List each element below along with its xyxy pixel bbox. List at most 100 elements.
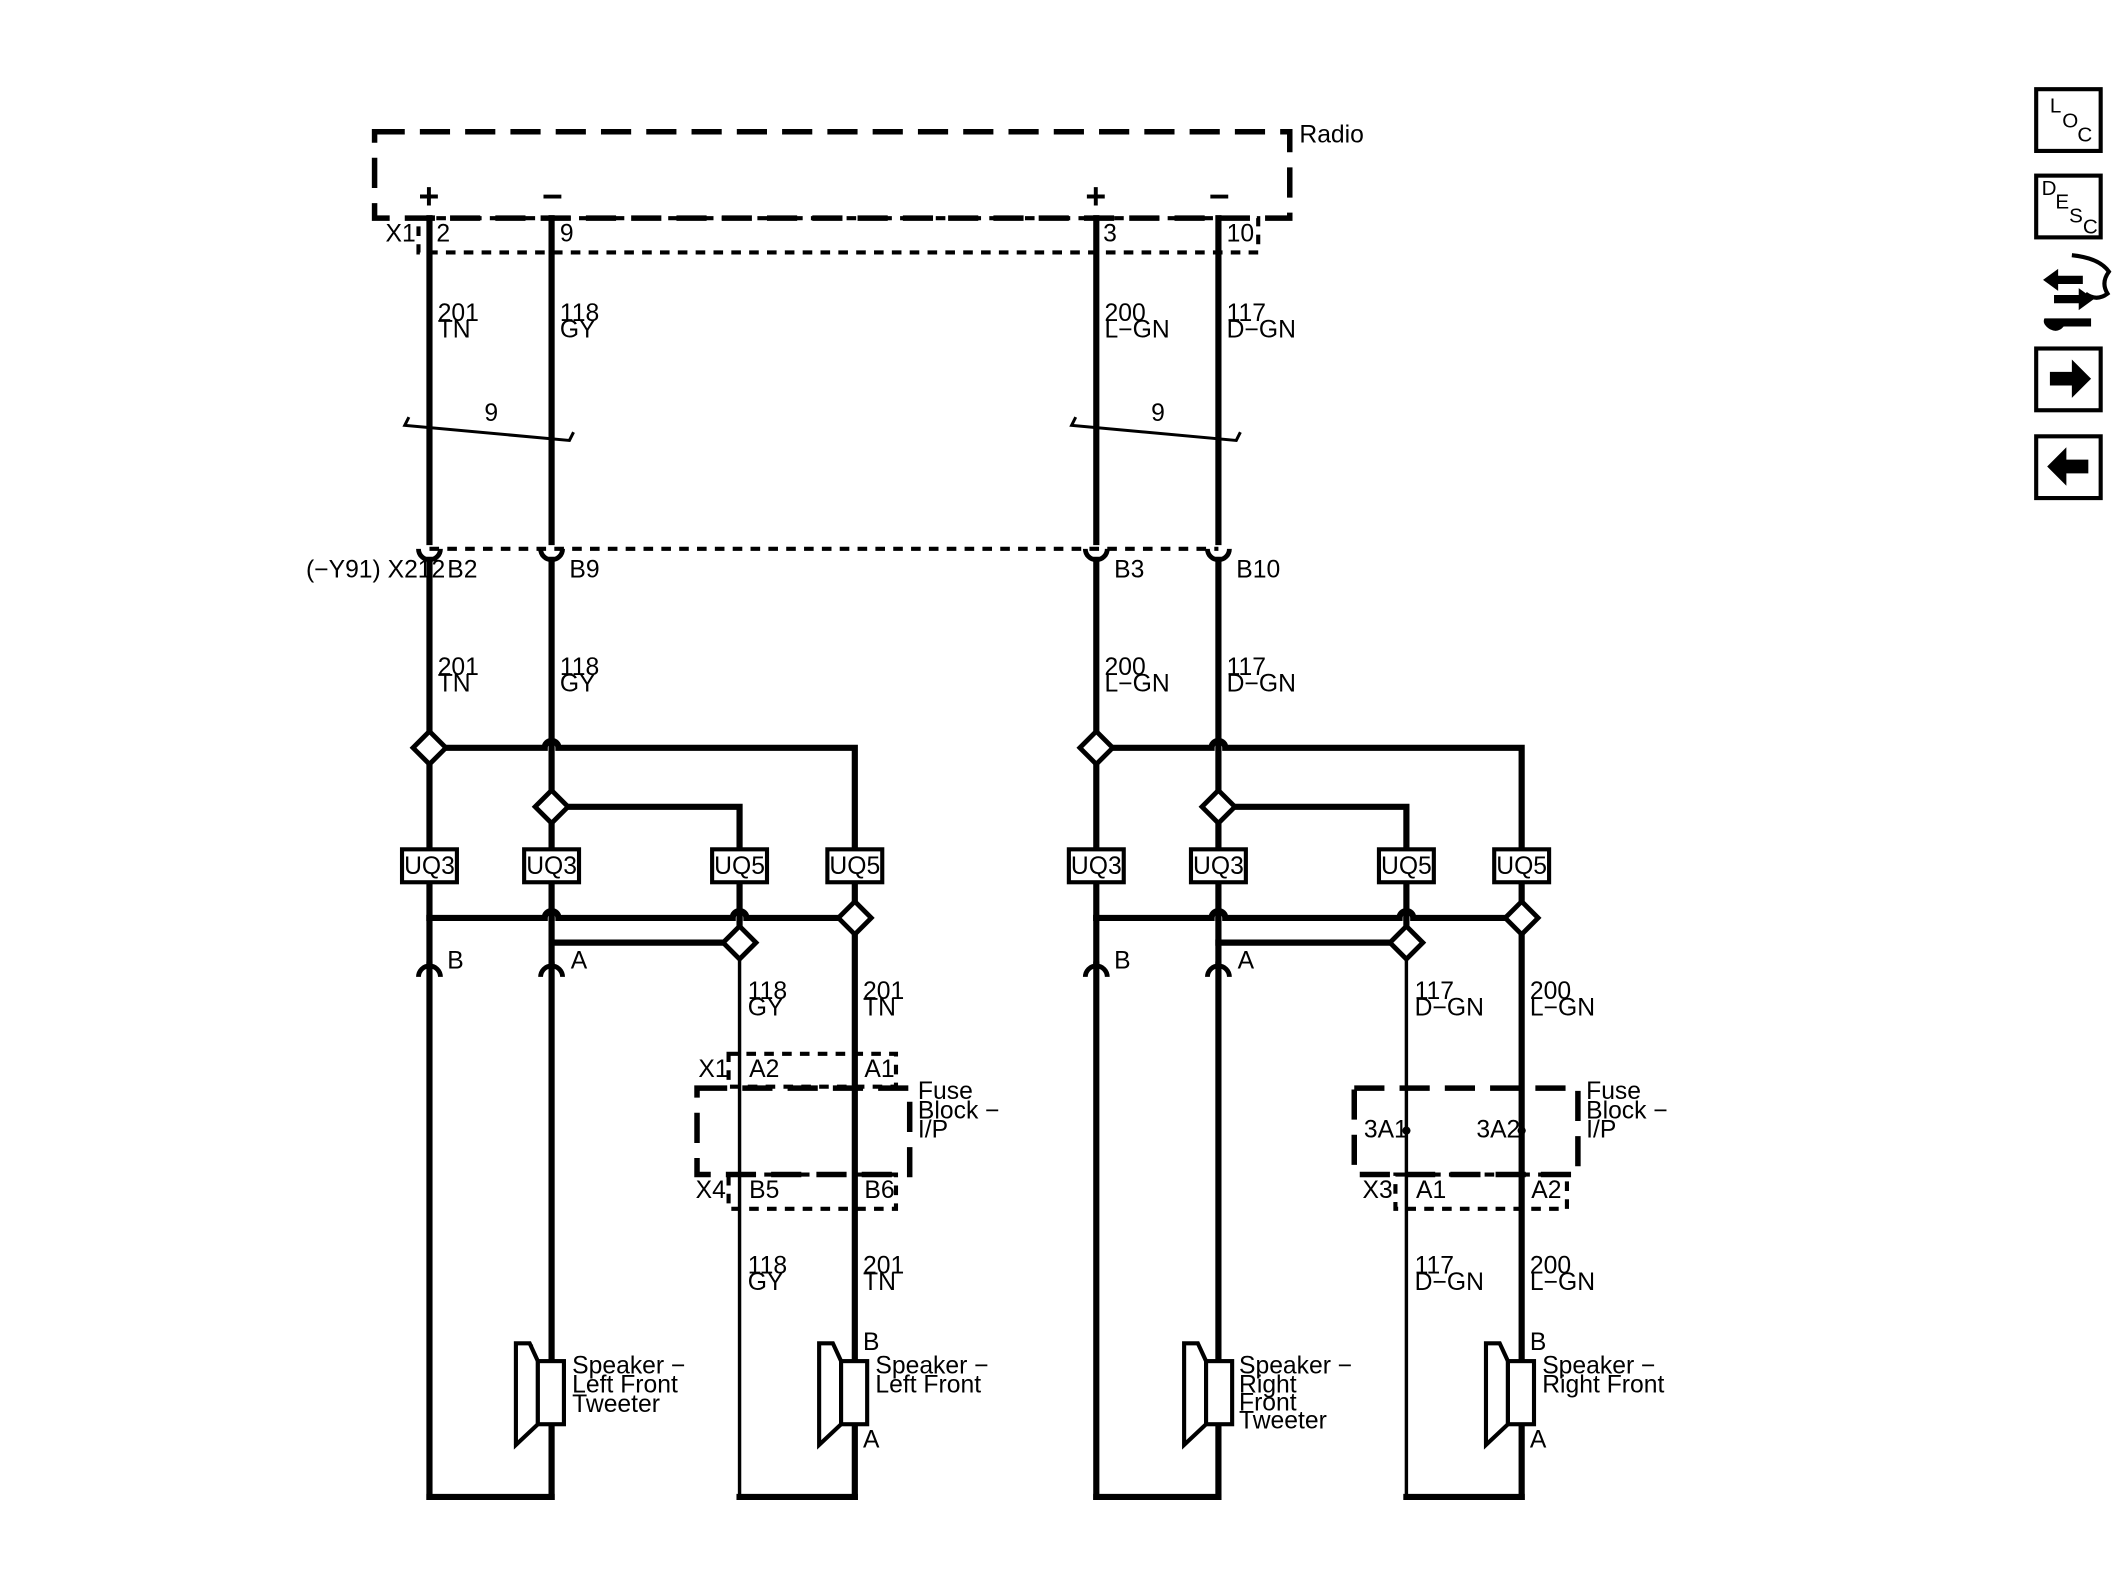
radio-label: Radio xyxy=(1299,122,1364,149)
rf-speaker-loop xyxy=(1403,1421,1525,1501)
rf-tweeter-label: Right xyxy=(1239,1372,1297,1399)
inline-pin-b3: B3 xyxy=(1114,557,1144,584)
arrow-right-icon[interactable] xyxy=(2034,346,2103,413)
wire-label-circuit: 117 xyxy=(1415,978,1454,1005)
radio-polarity-plus-right: + xyxy=(1085,177,1106,217)
fuse-right-pin-3a1: 3A1 xyxy=(1364,1116,1408,1143)
loc-icon[interactable]: L O C xyxy=(2034,87,2103,153)
wire-label-color: L−GN xyxy=(1530,1269,1595,1296)
lf-speaker-pin-a: A xyxy=(863,1427,880,1454)
fuse-right-bottom-connector: X3 xyxy=(1362,1177,1392,1204)
fuse-right-label: I/P xyxy=(1586,1116,1616,1143)
lf-tweeter-label: Tweeter xyxy=(572,1391,660,1418)
rf-speaker-label: Speaker − xyxy=(1542,1352,1655,1379)
svg-text:E: E xyxy=(2055,191,2069,214)
splice-diamonds-left xyxy=(409,727,875,963)
rf-speaker-label: Right Front xyxy=(1542,1372,1664,1399)
rf-tweeter-label: Front xyxy=(1239,1390,1297,1417)
fuse-left-top-connector: X1 xyxy=(698,1056,728,1083)
inline-pin-b2: B2 xyxy=(447,557,477,584)
radio-polarity-plus-left: + xyxy=(418,177,439,217)
fuse-right-pin-dot xyxy=(1402,1126,1411,1135)
svg-text:O: O xyxy=(2062,110,2078,133)
wire-label-circuit: 118 xyxy=(748,978,787,1005)
radio-component-outline xyxy=(371,128,1293,221)
rf-tweeter-label: Tweeter xyxy=(1239,1407,1327,1434)
left-option-routing xyxy=(426,737,858,1499)
lf-tweeter-connector xyxy=(416,961,565,1501)
twist-rate-right: 9 xyxy=(1151,400,1165,427)
fuse-left-pin-b6: B6 xyxy=(864,1177,894,1204)
option-box xyxy=(1492,847,1552,885)
splice-diamonds-right xyxy=(1076,727,1542,963)
inline-connector-label: (−Y91) X212 xyxy=(306,557,445,584)
rf-speaker-icon xyxy=(1483,1341,1537,1450)
fuse-left-pin-a1: A1 xyxy=(864,1056,894,1083)
option-box xyxy=(825,847,885,885)
rf-tweeter-label: Speaker − xyxy=(1239,1352,1352,1379)
radio-polarity-minus-right: − xyxy=(1209,177,1230,217)
wire-label-color: TN xyxy=(438,671,471,698)
wire-label-color: TN xyxy=(863,1269,896,1296)
option-box xyxy=(1066,847,1126,885)
wire-label-circuit: 200 xyxy=(1105,654,1146,681)
lf-tweeter-speaker-icon xyxy=(513,1341,566,1450)
wire-label-color: L−GN xyxy=(1105,671,1170,698)
wire-label-circuit: 118 xyxy=(560,654,599,681)
wire-label-circuit: 118 xyxy=(560,300,599,327)
fuse-left-pin-b5: B5 xyxy=(749,1177,779,1204)
fuse-right-pin-3a2: 3A2 xyxy=(1476,1116,1520,1143)
option-box xyxy=(399,847,459,885)
desc-icon[interactable]: D E S C xyxy=(2034,173,2103,240)
right-option-routing xyxy=(1093,737,1525,1499)
wire-label-circuit: 200 xyxy=(1530,978,1571,1005)
lf-tweeter-label: Speaker − xyxy=(572,1352,685,1379)
twist-rate-left: 9 xyxy=(484,400,498,427)
radio-polarity-minus-left: − xyxy=(542,177,563,217)
wire-label-circuit: 201 xyxy=(438,300,479,327)
inline-pin-b10: B10 xyxy=(1236,557,1280,584)
option-label: UQ3 xyxy=(404,853,455,880)
svg-text:S: S xyxy=(2069,204,2083,227)
wire-label-circuit: 117 xyxy=(1227,654,1266,681)
option-label: UQ3 xyxy=(1071,853,1122,880)
fuse-block-ip-right xyxy=(1351,1085,1581,1178)
option-label: UQ5 xyxy=(1381,853,1432,880)
wire-label-circuit: 117 xyxy=(1227,300,1266,327)
fuse-right-label: Fuse xyxy=(1586,1078,1641,1105)
radio-pin-2: 2 xyxy=(436,220,450,247)
option-label: UQ3 xyxy=(1193,853,1244,880)
twisted-pair-left xyxy=(402,416,575,443)
rf-speaker-pin-b: B xyxy=(1530,1329,1546,1356)
wrench-arrows-icon[interactable] xyxy=(2043,253,2112,331)
wire-label-circuit: 201 xyxy=(438,654,479,681)
radio-pin-3: 3 xyxy=(1103,220,1117,247)
rf-tweeter-connector xyxy=(1082,961,1232,1501)
wire-label-color: TN xyxy=(863,994,896,1021)
wire-label-color: GY xyxy=(748,1269,784,1296)
option-box xyxy=(710,847,770,885)
option-box xyxy=(1376,847,1436,885)
wire-label-color: D−GN xyxy=(1227,317,1296,344)
radio-connector-x1 xyxy=(416,216,1261,255)
fuse-left-label: Block − xyxy=(918,1097,1000,1124)
lf-speaker-icon xyxy=(817,1341,870,1450)
wire-label-color: GY xyxy=(560,317,596,344)
option-label: UQ3 xyxy=(526,853,577,880)
lf-speaker-pin-b: B xyxy=(863,1329,879,1356)
inline-pin-b9: B9 xyxy=(569,557,599,584)
lf-speaker-label: Left Front xyxy=(875,1372,981,1399)
wire-label-circuit: 118 xyxy=(748,1252,787,1279)
lf-tweeter-pin-b: B xyxy=(447,948,463,975)
svg-text:L: L xyxy=(2050,95,2061,118)
svg-text:C: C xyxy=(2077,123,2092,146)
fuse-block-ip-left xyxy=(694,1085,913,1178)
option-label: UQ5 xyxy=(714,853,765,880)
wire-label-circuit: 117 xyxy=(1415,1252,1454,1279)
fuse-right-label: Block − xyxy=(1586,1097,1668,1124)
wire-label-color: L−GN xyxy=(1530,994,1595,1021)
rf-speaker-pin-a: A xyxy=(1530,1427,1547,1454)
arrow-left-icon[interactable] xyxy=(2034,434,2103,501)
fuse-left-connector-x1 xyxy=(726,1051,899,1089)
